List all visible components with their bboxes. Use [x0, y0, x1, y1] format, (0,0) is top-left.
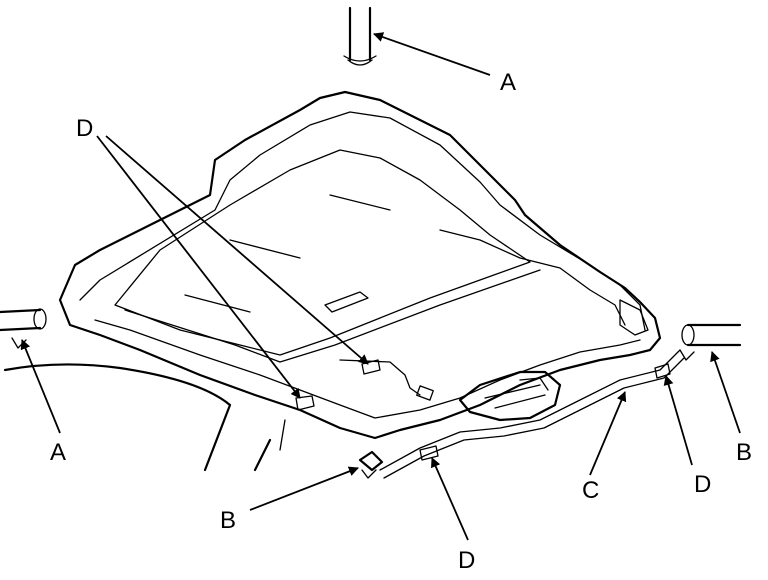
label-b-right: B	[736, 439, 752, 466]
clip-top-right	[361, 359, 381, 375]
drain-tube-bottom	[358, 450, 384, 479]
sunroof-motor	[458, 370, 562, 422]
clip-bottom	[419, 445, 439, 461]
drain-tube-right	[679, 323, 742, 361]
sunroof-frame	[58, 90, 662, 440]
drain-tube-top	[343, 6, 377, 66]
label-a-left: A	[50, 439, 66, 466]
clip-top-left	[295, 395, 315, 411]
label-d-right: D	[694, 471, 711, 498]
label-a-top: A	[500, 69, 516, 96]
label-d-bottom: D	[458, 547, 475, 574]
label-c: C	[582, 477, 599, 504]
leader-lines	[20, 32, 741, 541]
label-b-bottom: B	[220, 507, 236, 534]
roof-opening-edge	[3, 363, 286, 472]
label-d-top: D	[76, 115, 93, 142]
wire-harness	[339, 359, 434, 401]
clip-right	[654, 363, 671, 379]
